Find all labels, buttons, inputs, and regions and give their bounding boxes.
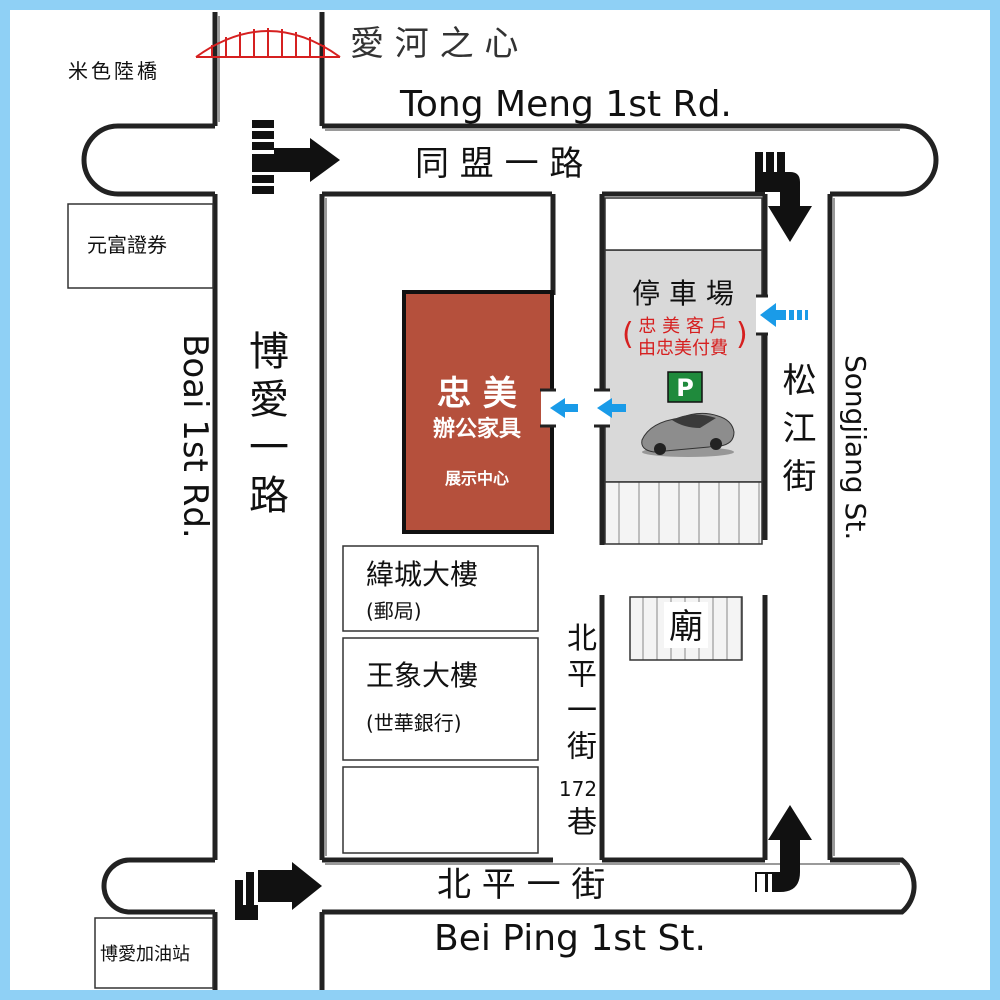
songjiang-en-label: Songjiang St.	[839, 355, 872, 541]
blue-arrow-icon	[597, 398, 626, 418]
river-heart-label: 愛 河 之 心	[350, 24, 518, 64]
parking-stalls	[604, 481, 763, 545]
blue-arrow-icon	[550, 398, 578, 418]
showroom-tag: 展示中心	[445, 469, 509, 488]
tong-meng-zh-label: 同 盟 一 路	[415, 144, 583, 184]
songjiang-zh-label: 松江街	[776, 362, 816, 506]
wangxiang-building	[342, 637, 539, 761]
securities-building	[67, 203, 214, 289]
gas-station-label: 博愛加油站	[100, 944, 190, 965]
alley-zh-top-label: 北平一街	[561, 622, 596, 766]
blue-arrow-icon	[760, 303, 808, 327]
tong-meng-en-label: Tong Meng 1st Rd.	[399, 84, 732, 125]
securities-label: 元富證券	[87, 233, 167, 257]
wangxiang-sub: (世華銀行)	[366, 711, 462, 735]
alley-number: 172	[559, 777, 597, 801]
bridge-icon	[195, 28, 341, 58]
direction-arrow-down-icon	[755, 152, 812, 242]
parking-note-1: 忠 美 客 戶	[638, 316, 727, 337]
parking-top-block	[604, 197, 763, 251]
direction-arrow-right-icon	[235, 862, 322, 920]
alley-zh-bottom-label: 巷	[561, 806, 596, 836]
svg-text:(: (	[622, 317, 634, 352]
beiping-zh-label: 北 平 一 街	[437, 865, 605, 905]
beiping-en-label: Bei Ping 1st St.	[434, 918, 706, 959]
car-icon	[641, 412, 735, 457]
weicheng-label: 緯城大樓	[366, 558, 478, 591]
weicheng-sub: (郵局)	[366, 599, 422, 623]
parking-sign-icon	[667, 371, 703, 403]
showroom-subtitle: 辦公家具	[433, 416, 521, 442]
showroom-name: 忠 美	[437, 374, 517, 414]
parking-sign-text: P	[676, 374, 694, 402]
boai-zh-label: 博愛一路	[242, 330, 288, 522]
boai-en-label: Boai 1st Rd.	[175, 334, 215, 539]
weicheng-building	[342, 545, 539, 632]
direction-arrow-up-icon	[755, 805, 812, 892]
parking-title: 停 車 場	[632, 277, 734, 310]
svg-text:): )	[736, 317, 748, 352]
road-network	[81, 12, 939, 990]
bridge-label: 米色陸橋	[68, 59, 160, 83]
temple-label: 廟	[669, 607, 703, 647]
gas-station-building	[94, 917, 214, 989]
showroom-building	[402, 290, 554, 534]
parking-note-2: 由忠美付費	[638, 338, 728, 359]
wangxiang-label: 王象大樓	[366, 659, 478, 692]
unnamed-building	[342, 766, 539, 854]
direction-arrow-right-icon	[252, 120, 340, 194]
